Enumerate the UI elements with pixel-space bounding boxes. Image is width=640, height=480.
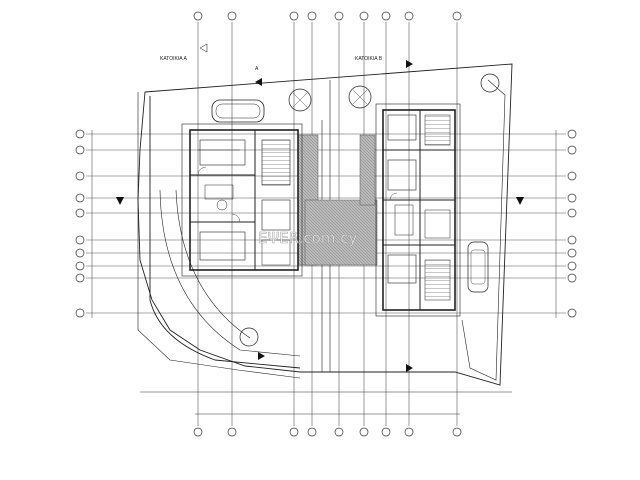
house-b-title: ΚΑΤΟΙΚΙΑ Β — [355, 56, 383, 62]
section-markers — [116, 43, 524, 372]
grid-bubble — [567, 235, 577, 245]
grid-bubbles — [75, 11, 577, 437]
house-a — [181, 123, 303, 277]
grid-bubble — [404, 11, 414, 21]
house-a-title: ΚΑΤΟΙΚΙΑ Α — [160, 56, 187, 62]
grid-bubble — [227, 11, 237, 21]
grid-bubble — [381, 11, 391, 21]
grid-bubble — [75, 273, 85, 283]
house-b — [375, 103, 461, 317]
grid-bubble — [359, 11, 369, 21]
grid-bubble — [567, 273, 577, 283]
grid-bubble — [567, 145, 577, 155]
grid-bubble — [193, 11, 203, 21]
grid-bubble — [567, 193, 577, 203]
grid-bubble — [75, 248, 85, 258]
grid-bubble — [567, 208, 577, 218]
section-marker-label: A — [255, 66, 259, 72]
grid-bubble — [452, 427, 462, 437]
grid-bubble — [567, 171, 577, 181]
pool-a — [211, 99, 265, 123]
grid-bubble — [334, 427, 344, 437]
grid-bubble — [567, 248, 577, 258]
grid-bubble — [567, 129, 577, 139]
watermark-text: ΕΨΕR.com.cy — [258, 229, 357, 247]
grid-bubble — [75, 193, 85, 203]
grid-bubble — [381, 427, 391, 437]
grid-bubble — [359, 427, 369, 437]
grid-bubble — [75, 129, 85, 139]
grid-bubble — [75, 171, 85, 181]
grid-bubble — [334, 11, 344, 21]
trees — [239, 73, 500, 347]
grid-bubble — [289, 11, 299, 21]
grid-bubble — [75, 261, 85, 271]
grid-bubble — [289, 427, 299, 437]
grid-bubble — [404, 427, 414, 437]
grid-bubble — [567, 261, 577, 271]
grid-bubble — [307, 11, 317, 21]
grid-bubble — [75, 208, 85, 218]
grid-bubble — [567, 308, 577, 318]
grid-bubble — [307, 427, 317, 437]
grid-bubble — [75, 308, 85, 318]
grid-bubble — [193, 427, 203, 437]
grid-bubble — [227, 427, 237, 437]
grid-bubble — [75, 235, 85, 245]
grid-bubble — [75, 145, 85, 155]
dimension-lines — [91, 130, 557, 415]
parked-car — [467, 241, 489, 293]
grid-bubble — [452, 11, 462, 21]
driveway — [297, 134, 378, 266]
